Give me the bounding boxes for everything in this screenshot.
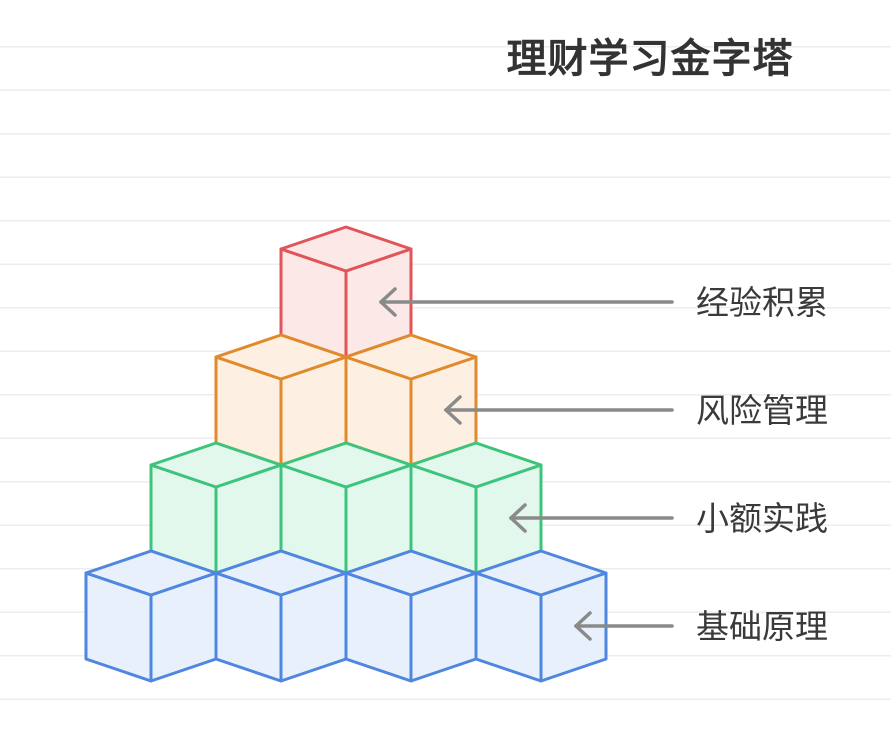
level-arrow-risk-management (444, 395, 674, 425)
page-title: 理财学习金字塔 (506, 36, 794, 82)
level-arrow-basic-principles (574, 611, 674, 641)
cube-top-face (344, 333, 478, 381)
pyramid-level-risk-management (214, 333, 674, 467)
pyramid-level-small-practice (149, 441, 674, 575)
cube-top-face (214, 333, 348, 381)
arrow-head-lower (379, 300, 397, 317)
cube-top-face (84, 549, 218, 597)
cube (214, 549, 348, 683)
cube-top-face (149, 441, 283, 489)
cube (84, 549, 218, 683)
cube (409, 441, 543, 575)
arrow-head-lower (509, 516, 527, 533)
cube-top-face (474, 549, 608, 597)
pyramid-level-basic-principles (84, 549, 674, 683)
level-arrow-small-practice (509, 503, 674, 533)
arrow-head-upper (444, 395, 462, 412)
cube (149, 441, 283, 575)
level-label-basic-principles: 基础原理 (696, 607, 828, 646)
cube (344, 549, 478, 683)
arrow-head-upper (574, 611, 592, 628)
cube-top-face (279, 441, 413, 489)
cube (279, 441, 413, 575)
arrow-head-lower (444, 408, 462, 425)
arrow-head-upper (509, 503, 527, 520)
cube-top-face (409, 441, 543, 489)
cube (279, 225, 413, 359)
cube (474, 549, 608, 683)
level-label-risk-management: 风险管理 (696, 391, 828, 430)
level-label-experience: 经验积累 (696, 283, 828, 322)
cube-top-face (344, 549, 478, 597)
level-arrow-experience (379, 287, 674, 317)
arrow-head-upper (379, 287, 397, 304)
pyramid-level-experience (279, 225, 674, 359)
level-label-small-practice: 小额实践 (696, 499, 828, 538)
cube-top-face (279, 225, 413, 273)
cube (344, 333, 478, 467)
cube (214, 333, 348, 467)
arrow-head-lower (574, 624, 592, 641)
cube-top-face (214, 549, 348, 597)
